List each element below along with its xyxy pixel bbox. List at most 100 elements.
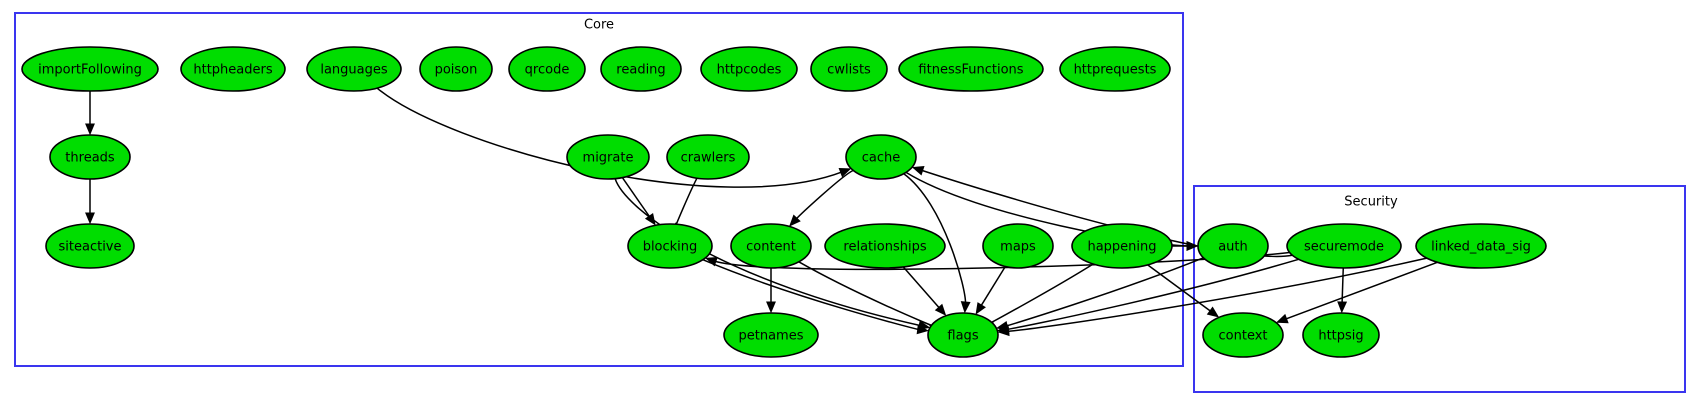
node-shape-cache[interactable] [845,134,917,180]
edge-happening-to-auth [1172,241,1199,251]
node-blocking[interactable]: blocking [627,223,713,269]
node-flags[interactable]: flags [927,312,999,358]
node-shape-context[interactable] [1202,312,1284,358]
node-shape-qrcode[interactable] [508,46,586,92]
node-shape-maps[interactable] [982,223,1054,269]
edge-blocking-to-flags [702,259,929,335]
edge-arrowhead [916,324,929,335]
node-cache[interactable]: cache [845,134,917,180]
node-shape-threads[interactable] [49,134,131,180]
node-shape-migrate[interactable] [566,134,650,180]
edge-line [673,177,698,232]
edge-importFollowing-to-threads [85,91,95,136]
edge-line [702,259,920,331]
node-shape-reading[interactable] [600,46,682,92]
node-migrate[interactable]: migrate [566,134,650,180]
edge-arrowhead [789,214,801,227]
node-happening[interactable]: happening [1071,223,1173,269]
node-reading[interactable]: reading [600,46,682,92]
node-httprequests[interactable]: httprequests [1059,46,1171,92]
edge-arrowhead [997,326,1010,337]
edge-line [902,266,941,310]
nodes-layer: importFollowing httpheaders languages poiso… [21,46,1547,358]
edge-arrowhead [975,302,986,315]
node-shape-httpheaders[interactable] [180,46,286,92]
node-maps[interactable]: maps [982,223,1054,269]
node-shape-poison[interactable] [419,46,493,92]
edge-content-to-petnames [766,268,776,314]
edge-line [621,177,652,219]
edge-line [1147,264,1213,313]
edge-cache-to-flags [903,173,971,314]
node-shape-blocking[interactable] [627,223,713,269]
edge-cache-to-content [789,169,854,227]
node-auth[interactable]: auth [1197,223,1269,269]
node-shape-httpsig[interactable] [1302,312,1380,358]
node-crawlers[interactable]: crawlers [666,134,750,180]
edge-line [903,173,967,305]
node-shape-crawlers[interactable] [666,134,750,180]
node-shape-siteactive[interactable] [45,223,135,269]
node-qrcode[interactable]: qrcode [508,46,586,92]
node-shape-languages[interactable] [306,46,402,92]
node-fitnessFunctions[interactable]: fitnessFunctions [898,46,1044,92]
edge-arrowhead [1337,301,1348,314]
edge-arrowhead [934,303,947,316]
node-shape-httpcodes[interactable] [700,46,798,92]
node-relationships[interactable]: relationships [824,223,946,269]
node-httpcodes[interactable]: httpcodes [700,46,798,92]
edge-line [1006,257,1427,333]
node-languages[interactable]: languages [306,46,402,92]
node-cwlists[interactable]: cwlists [810,46,888,92]
cluster-core: Core [14,12,1184,367]
edge-arrowhead [766,301,776,314]
edge-linked_data_sig-to-context [1275,261,1438,324]
edge-line [1004,257,1204,328]
node-shape-relationships[interactable] [824,223,946,269]
node-shape-httprequests[interactable] [1059,46,1171,92]
edge-auth-to-flags [996,257,1204,331]
node-httpsig[interactable]: httpsig [1302,312,1380,358]
node-siteactive[interactable]: siteactive [45,223,135,269]
edge-arrowhead [996,321,1009,331]
node-shape-auth[interactable] [1197,223,1269,269]
edge-line [1006,258,1299,331]
edge-line [798,261,939,329]
node-petnames[interactable]: petnames [723,312,819,358]
edge-securemode-to-httpsig [1337,267,1348,314]
node-content[interactable]: content [730,223,812,269]
edge-linked_data_sig-to-flags [997,257,1427,337]
node-threads[interactable]: threads [49,134,131,180]
node-importFollowing[interactable]: importFollowing [21,46,159,92]
node-linked_data_sig[interactable]: linked_data_sig [1415,223,1547,269]
node-securemode[interactable]: securemode [1286,223,1402,269]
cluster-box-security [1193,185,1686,393]
edge-arrowhead [85,212,95,225]
node-shape-fitnessFunctions[interactable] [898,46,1044,92]
node-shape-happening[interactable] [1071,223,1173,269]
node-shape-content[interactable] [730,223,812,269]
node-httpheaders[interactable]: httpheaders [180,46,286,92]
node-shape-flags[interactable] [927,312,999,358]
edge-arrowhead [1275,313,1289,324]
node-context[interactable]: context [1202,312,1284,358]
node-shape-cwlists[interactable] [810,46,888,92]
node-shape-securemode[interactable] [1286,223,1402,269]
edge-arrowhead [960,301,971,314]
edges-layer [85,87,1438,337]
edge-arrowhead [705,256,718,267]
edge-line [979,266,1006,308]
edge-arrowhead [85,123,95,136]
cluster-box-core [14,12,1184,367]
node-shape-petnames[interactable] [723,312,819,358]
cluster-label-core: Core [584,18,614,33]
edge-happening-to-context [1147,264,1220,318]
node-shape-linked_data_sig[interactable] [1415,223,1547,269]
node-poison[interactable]: poison [419,46,493,92]
edge-arrowhead [838,167,852,178]
edge-arrowhead [1186,241,1199,251]
node-shape-importFollowing[interactable] [21,46,159,92]
